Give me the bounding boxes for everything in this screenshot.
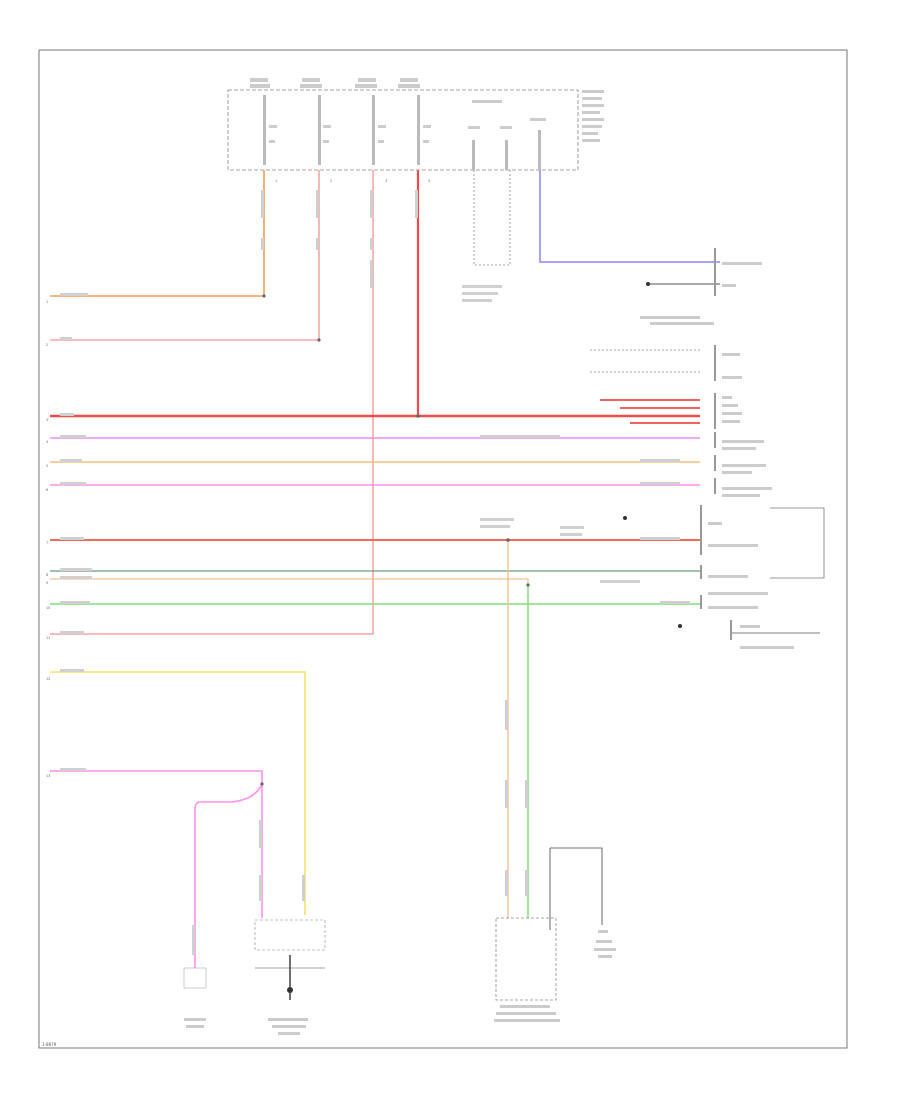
svg-text:3: 3 [385, 179, 387, 183]
fuse-4: 4 [398, 78, 431, 183]
wire-light-orange [50, 578, 529, 918]
fuse-2: 2 [300, 78, 332, 183]
svg-text:7: 7 [46, 541, 48, 545]
fuse-3: 3 [355, 78, 387, 183]
right-bracket [770, 507, 825, 579]
svg-text:13: 13 [46, 774, 50, 778]
left-pin-labels: 1 2 3 4 5 6 7 8 9 10 11 12 13 [46, 300, 50, 778]
bottom-components [183, 847, 616, 1035]
svg-text:9: 9 [46, 581, 48, 585]
svg-text:4: 4 [46, 440, 48, 444]
component-bottom-center [495, 917, 557, 1001]
fuse-group: 1 2 3 4 [250, 78, 604, 183]
fuse-box-caption [472, 100, 502, 103]
wire-label-bars [60, 285, 690, 771]
svg-text:2: 2 [46, 343, 48, 347]
svg-text:10: 10 [46, 606, 50, 610]
fuse-wires [50, 170, 420, 635]
wire-pink [50, 170, 320, 341]
wire-yellow [50, 671, 306, 915]
right-red-wires [600, 399, 700, 424]
wire-pink-low [50, 770, 263, 918]
svg-text:12: 12 [46, 677, 50, 681]
wire-salmon-long [50, 170, 374, 635]
svg-text:1: 1 [275, 179, 277, 183]
wire-pink-curve [194, 783, 263, 968]
figure-reference: 1-8879 [42, 1042, 57, 1047]
svg-text:2: 2 [330, 179, 332, 183]
fuse-box-connectors [468, 118, 546, 170]
svg-text:8: 8 [46, 573, 48, 577]
svg-text:11: 11 [46, 636, 50, 640]
dashed-fuse-leads [473, 170, 700, 373]
fuse-1: 1 [250, 78, 277, 183]
svg-text:5: 5 [46, 464, 48, 468]
splice-dots [260, 294, 530, 786]
vertical-label-bars [192, 190, 528, 955]
ground-symbols [623, 282, 682, 628]
svg-text:3: 3 [46, 418, 48, 422]
svg-text:4: 4 [428, 179, 430, 183]
diagram-frame [38, 49, 848, 1049]
wire-orange [50, 170, 265, 297]
fuse-box-outline [227, 89, 579, 171]
right-connectors [640, 248, 794, 649]
horizontal-wires [50, 414, 700, 968]
wire-blue [539, 170, 720, 263]
svg-text:6: 6 [46, 488, 48, 492]
svg-text:1: 1 [46, 300, 48, 304]
